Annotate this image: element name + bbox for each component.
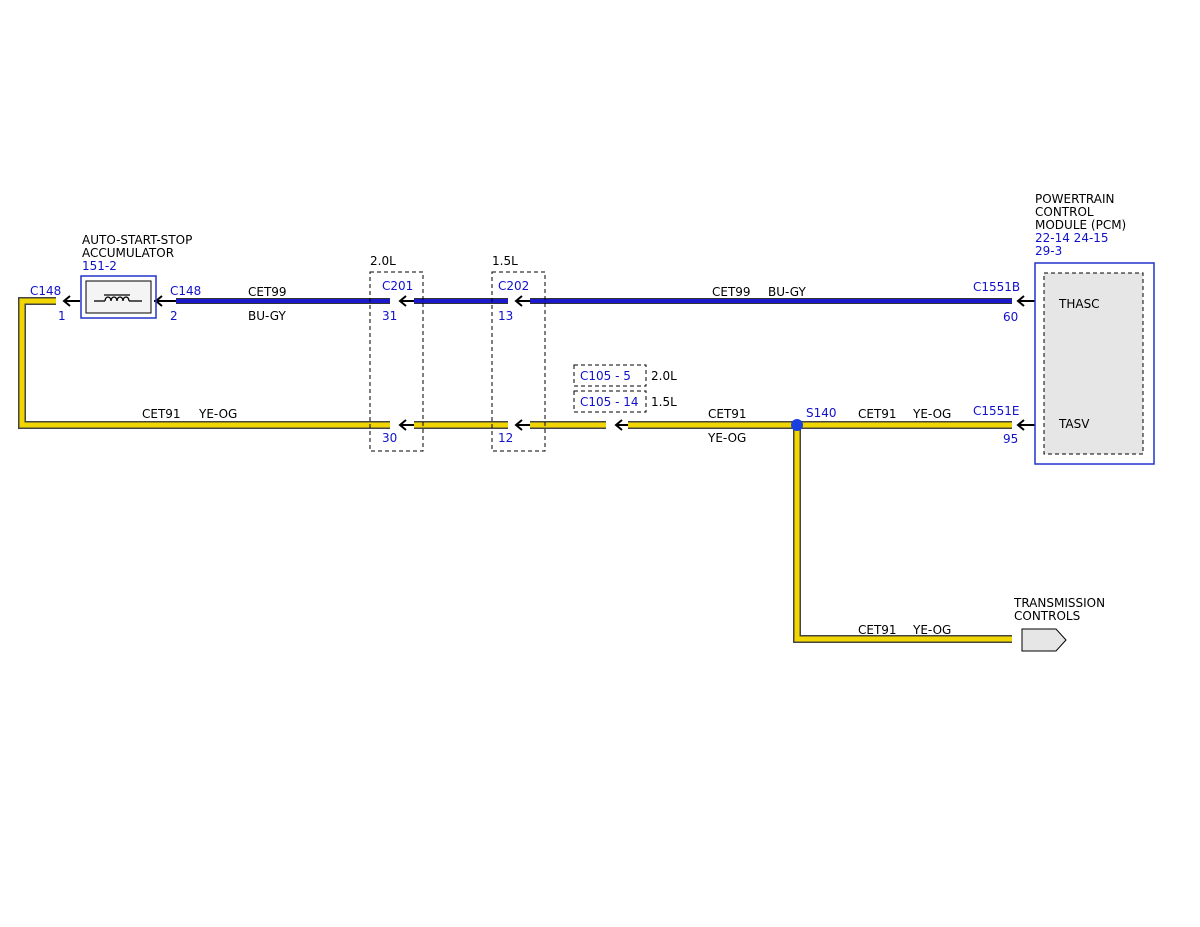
c201-engine: 2.0L	[370, 254, 396, 268]
accumulator-title-1: AUTO-START-STOP	[82, 233, 192, 247]
splice-s140-dot[interactable]	[791, 419, 803, 431]
transmission-label-1: TRANSMISSION	[1013, 596, 1105, 610]
c105-a-engine: 2.0L	[651, 369, 677, 383]
pcm-module: THASC TASV POWERTRAIN CONTROL MODULE (PC…	[1034, 192, 1155, 465]
pcm-title-2: CONTROL	[1035, 205, 1094, 219]
c201-pin-top: 31	[382, 309, 397, 323]
c202-pin-top: 13	[498, 309, 513, 323]
c148-right-pin: 2	[170, 309, 178, 323]
cet91-circuit-left: CET91	[142, 407, 181, 421]
c105-b-label[interactable]: C105 - 14	[580, 395, 639, 409]
cet99-circuit-right: CET99	[712, 285, 751, 299]
transmission-label-2: CONTROLS	[1014, 609, 1080, 623]
pcm-pin-tasv: TASV	[1058, 417, 1090, 431]
c201-label[interactable]: C201	[382, 279, 413, 293]
c1551e-pin: 95	[1003, 432, 1018, 446]
cet91-color-branch: YE-OG	[912, 623, 951, 637]
c1551b-pin: 60	[1003, 310, 1018, 324]
cet91-circuit-branch: CET91	[858, 623, 897, 637]
wire-cet91	[18, 297, 1012, 643]
c202-pin-bottom: 12	[498, 431, 513, 445]
cet91-circuit-mid: CET91	[708, 407, 747, 421]
c105-a-label[interactable]: C105 - 5	[580, 369, 631, 383]
pcm-title-3: MODULE (PCM)	[1035, 218, 1126, 232]
c105-b-engine: 1.5L	[651, 395, 677, 409]
connector-c105: C105 - 5 2.0L C105 - 14 1.5L	[573, 364, 677, 413]
pcm-title-1: POWERTRAIN	[1035, 192, 1115, 206]
solenoid-coil-icon	[94, 294, 142, 302]
c148-left-pin: 1	[58, 309, 66, 323]
accumulator-component: AUTO-START-STOP ACCUMULATOR 151-2	[80, 233, 192, 319]
offpage-arrow-icon[interactable]	[1021, 628, 1067, 652]
cet99-color-left: BU-GY	[248, 309, 286, 323]
c202-label[interactable]: C202	[498, 279, 529, 293]
accumulator-title-2: ACCUMULATOR	[82, 246, 174, 260]
cet91-color-right: YE-OG	[912, 407, 951, 421]
pcm-ref-2[interactable]: 29-3	[1035, 244, 1062, 258]
accumulator-ref[interactable]: 151-2	[82, 259, 117, 273]
connector-c202-box: 1.5L C202 13 12	[491, 254, 546, 452]
c201-pin-bottom: 30	[382, 431, 397, 445]
cet91-circuit-right: CET91	[858, 407, 897, 421]
c202-engine: 1.5L	[492, 254, 518, 268]
pcm-ref-1[interactable]: 22-14 24-15	[1035, 231, 1109, 245]
transmission-controls: TRANSMISSION CONTROLS	[1013, 596, 1105, 652]
cet99-circuit-left: CET99	[248, 285, 287, 299]
c1551b-label[interactable]: C1551B	[973, 280, 1020, 294]
cet91-color-mid: YE-OG	[707, 431, 746, 445]
c1551e-label[interactable]: C1551E	[973, 404, 1020, 418]
cet91-color-left: YE-OG	[198, 407, 237, 421]
c148-right-label[interactable]: C148	[170, 284, 201, 298]
pcm-pin-thasc: THASC	[1058, 297, 1100, 311]
c148-left-label[interactable]: C148	[30, 284, 61, 298]
splice-s140-label[interactable]: S140	[806, 406, 837, 420]
cet99-color-right: BU-GY	[768, 285, 806, 299]
connector-c201-box: 2.0L C201 31 30	[369, 254, 424, 452]
